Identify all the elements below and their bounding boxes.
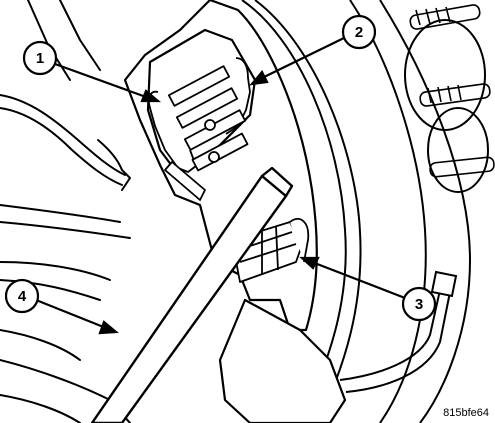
upper-abutment-clip xyxy=(147,57,251,201)
rotor-hub xyxy=(241,0,495,423)
svg-text:1: 1 xyxy=(36,50,44,67)
pry-tool xyxy=(90,166,294,423)
svg-text:4: 4 xyxy=(18,288,27,305)
callout-2: 2 xyxy=(341,14,377,50)
figure-code: 815bfe64 xyxy=(443,407,489,419)
svg-text:2: 2 xyxy=(355,24,363,41)
callout-leaders xyxy=(35,36,406,335)
svg-text:3: 3 xyxy=(415,296,423,313)
callout-1: 1 xyxy=(22,40,58,76)
callout-3: 3 xyxy=(401,286,437,322)
callout-4: 4 xyxy=(4,278,40,314)
brake-hose xyxy=(339,270,458,393)
